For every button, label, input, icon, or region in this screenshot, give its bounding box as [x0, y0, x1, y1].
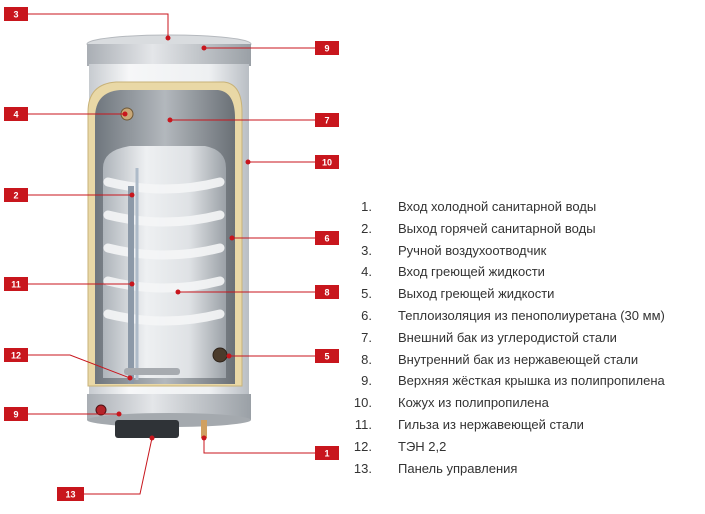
svg-text:2: 2: [13, 191, 18, 201]
legend-number: 5.: [340, 283, 372, 305]
callout-12: 12: [4, 348, 28, 362]
legend-item: 13. Панель управления: [340, 458, 700, 480]
svg-text:5: 5: [324, 352, 329, 362]
legend-item: 2. Выход горячей санитарной воды: [340, 218, 700, 240]
legend-item: 10. Кожух из полипропилена: [340, 392, 700, 414]
legend-number: 8.: [340, 349, 372, 371]
callout-3: 3: [4, 7, 28, 21]
svg-text:4: 4: [13, 110, 18, 120]
legend-item: 5. Выход греющей жидкости: [340, 283, 700, 305]
svg-text:13: 13: [65, 490, 75, 500]
boiler-body: [87, 35, 251, 438]
callout-6: 6: [315, 231, 339, 245]
legend-item: 3. Ручной воздухоотводчик: [340, 240, 700, 262]
svg-text:6: 6: [324, 234, 329, 244]
legend-item: 7. Внешний бак из углеродистой стали: [340, 327, 700, 349]
legend-number: 2.: [340, 218, 372, 240]
legend-item: 6. Теплоизоляция из пенополиуретана (30 м…: [340, 305, 700, 327]
legend-number: 11.: [340, 414, 372, 436]
callout-8: 8: [315, 285, 339, 299]
svg-text:9: 9: [324, 44, 329, 54]
legend-text: Панель управления: [398, 458, 517, 480]
callout-5: 5: [315, 349, 339, 363]
legend-text: Выход горячей санитарной воды: [398, 218, 596, 240]
callout-2: 2: [4, 188, 28, 202]
svg-text:11: 11: [11, 280, 21, 290]
legend-text: Внешний бак из углеродистой стали: [398, 327, 617, 349]
legend-text: Кожух из полипропилена: [398, 392, 549, 414]
callout-13: 13: [57, 487, 84, 501]
svg-text:8: 8: [324, 288, 329, 298]
legend-number: 1.: [340, 196, 372, 218]
legend-text: Гильза из нержавеющей стали: [398, 414, 584, 436]
control-panel: [115, 420, 179, 438]
legend-item: 4. Вход греющей жидкости: [340, 261, 700, 283]
legend-item: 9. Верхняя жёсткая крышка из полипропилен…: [340, 370, 700, 392]
svg-text:7: 7: [324, 116, 329, 126]
legend-text: Верхняя жёсткая крышка из полипропилена: [398, 370, 665, 392]
callout-4: 4: [4, 107, 28, 121]
legend-text: Теплоизоляция из пенополиуретана (30 мм): [398, 305, 665, 327]
legend-number: 12.: [340, 436, 372, 458]
legend-text: Ручной воздухоотводчик: [398, 240, 546, 262]
legend-number: 13.: [340, 458, 372, 480]
legend-number: 3.: [340, 240, 372, 262]
parts-legend: 1. Вход холодной санитарной воды 2. Выход …: [340, 196, 700, 479]
heating-fluid-outlet: [213, 348, 227, 362]
legend-item: 11. Гильза из нержавеющей стали: [340, 414, 700, 436]
legend-number: 10.: [340, 392, 372, 414]
callout-7: 7: [315, 113, 339, 127]
legend-number: 7.: [340, 327, 372, 349]
legend-number: 9.: [340, 370, 372, 392]
legend-item: 1. Вход холодной санитарной воды: [340, 196, 700, 218]
callout-9-right: 9: [315, 41, 339, 55]
callout-10: 10: [315, 155, 339, 169]
callout-11: 11: [4, 277, 28, 291]
legend-text: Вход греющей жидкости: [398, 261, 545, 283]
svg-text:10: 10: [322, 158, 332, 168]
legend-text: Вход холодной санитарной воды: [398, 196, 596, 218]
svg-text:1: 1: [324, 449, 329, 459]
svg-text:9: 9: [13, 410, 18, 420]
heating-element: [124, 368, 180, 375]
svg-text:3: 3: [13, 10, 18, 20]
svg-text:12: 12: [11, 351, 21, 361]
boiler-top-band: [87, 44, 251, 66]
legend-number: 4.: [340, 261, 372, 283]
callout-9-left: 9: [4, 407, 28, 421]
legend-text: Внутренний бак из нержавеющей стали: [398, 349, 638, 371]
legend-number: 6.: [340, 305, 372, 327]
legend-item: 12. ТЭН 2,2: [340, 436, 700, 458]
callout-1: 1: [315, 446, 339, 460]
cold-water-pipe: [201, 420, 207, 438]
legend-text: Выход греющей жидкости: [398, 283, 554, 305]
legend-item: 8. Внутренний бак из нержавеющей стали: [340, 349, 700, 371]
legend-text: ТЭН 2,2: [398, 436, 446, 458]
